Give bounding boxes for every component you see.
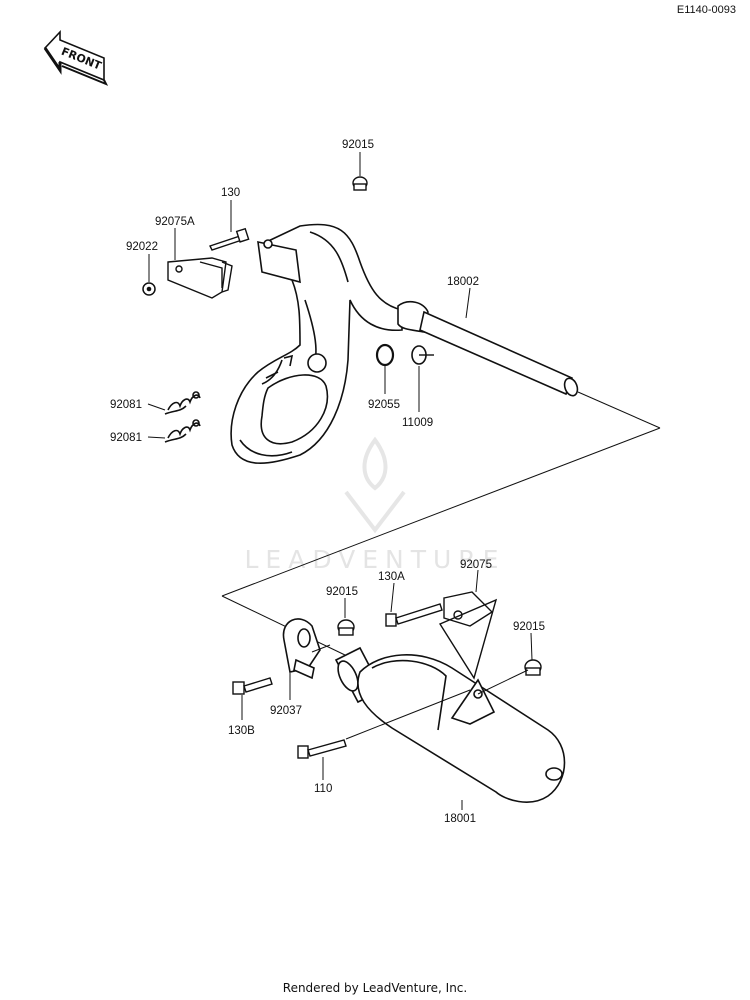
label-130B: 130B [228,725,255,737]
label-92015-right: 92015 [513,621,545,633]
label-92015-mid: 92015 [326,586,358,598]
label-130A: 130A [378,571,405,583]
exhaust-header-pipe-18002 [230,223,579,464]
spring-92081-upper [164,391,201,415]
leader-lines-upper [147,152,661,656]
label-92075A: 92075A [155,216,195,228]
spring-92081-lower [164,419,201,443]
label-92037: 92037 [270,705,302,717]
nut-92015-top [352,176,368,191]
diagram-code: E1140-0093 [676,4,736,16]
label-92015-top: 92015 [342,139,374,151]
label-130: 130 [221,187,240,199]
gasket-92055 [375,343,395,367]
bolt-130 [209,227,250,251]
label-92081-upper: 92081 [110,399,142,411]
footer-credit: Rendered by LeadVenture, Inc. [282,981,468,995]
leader-lines-lower [241,569,533,810]
bolt-110 [297,739,347,759]
label-92081-lower: 92081 [110,432,142,444]
label-110: 110 [314,783,332,795]
bracket-92075 [438,591,498,680]
label-92075: 92075 [460,559,492,571]
nut-92022 [142,282,156,296]
nut-92015-right [524,659,542,676]
label-92022: 92022 [126,241,158,253]
bolt-130A [385,603,443,627]
label-92055: 92055 [368,399,400,411]
label-18002: 18002 [447,276,479,288]
front-arrow-icon: FRONT [43,29,109,86]
watermark-logo-icon [344,436,406,534]
bracket-92075A [167,257,233,299]
label-11009: 11009 [402,417,433,429]
part-labels: 92015 130 92075A 92022 18002 92081 92081… [110,139,545,825]
label-18001: 18001 [444,813,476,825]
bolt-130B [232,677,273,695]
watermark-text: LEADVENTURE [244,545,506,574]
clamp-92037 [282,618,321,680]
nut-92015-mid [337,619,355,636]
ring-11009 [411,345,434,365]
